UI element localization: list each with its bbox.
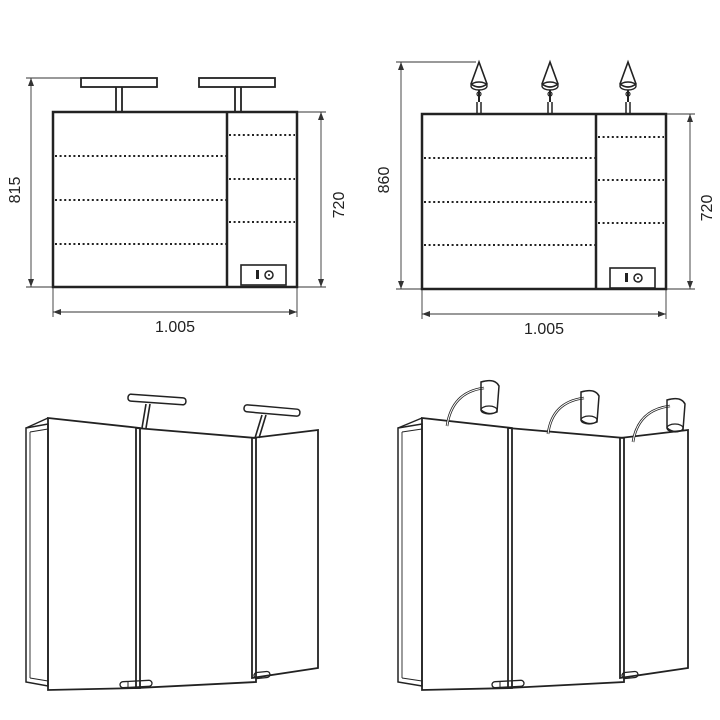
curved-arm-spot-lamp-icon bbox=[546, 389, 600, 435]
spot-lamp-icon bbox=[470, 59, 488, 114]
cabinet-door bbox=[251, 428, 319, 680]
door-handle-icon bbox=[621, 670, 639, 680]
door-handle-icon bbox=[491, 679, 525, 689]
cabinet-door bbox=[619, 428, 689, 680]
cabinet-carcass bbox=[25, 423, 49, 687]
socket-icon bbox=[609, 267, 656, 289]
perspective-view-variant-a bbox=[25, 393, 319, 691]
shelves bbox=[424, 136, 664, 246]
cabinet-door bbox=[47, 416, 141, 691]
flat-bar-lamp-icon bbox=[198, 77, 276, 112]
flat-bar-lamp-icon bbox=[127, 393, 187, 429]
width-label: 1.005 bbox=[524, 321, 564, 338]
height-cabinet-label: 720 bbox=[699, 195, 716, 222]
height-total-label: 815 bbox=[7, 177, 24, 204]
spot-lamp-icon bbox=[541, 59, 559, 114]
cabinet-outline bbox=[420, 112, 668, 291]
flat-bar-lamp-icon bbox=[80, 77, 158, 112]
cabinet-door bbox=[507, 427, 625, 689]
shelves bbox=[55, 134, 295, 245]
curved-arm-spot-lamp-icon bbox=[445, 379, 500, 427]
dimension-width: 1.005 bbox=[421, 290, 667, 338]
door-handle-icon bbox=[119, 679, 153, 689]
width-label: 1.005 bbox=[155, 319, 195, 336]
height-cabinet-label: 720 bbox=[331, 192, 348, 219]
door-handle-icon bbox=[253, 670, 271, 680]
dimension-total-height: 860 bbox=[376, 61, 476, 290]
curved-arm-spot-lamp-icon bbox=[631, 397, 686, 443]
socket-icon bbox=[240, 264, 287, 286]
cabinet-carcass bbox=[397, 417, 423, 687]
height-total-label: 860 bbox=[376, 167, 393, 194]
perspective-view-variant-b bbox=[397, 379, 689, 691]
dimension-width: 1.005 bbox=[52, 288, 298, 336]
spot-lamp-icon bbox=[619, 59, 637, 114]
cabinet-outline bbox=[51, 110, 299, 289]
dimension-total-height: 815 bbox=[7, 77, 83, 288]
flat-bar-lamp-icon bbox=[243, 404, 301, 439]
dimension-cabinet-height: 720 bbox=[298, 111, 348, 288]
front-view-variant-b: 860 720 1.005 bbox=[376, 59, 716, 338]
front-view-variant-a: 815 720 1.005 bbox=[7, 77, 348, 336]
cabinet-door bbox=[421, 416, 513, 691]
cabinet-door bbox=[135, 427, 257, 689]
dimension-cabinet-height: 720 bbox=[667, 113, 716, 290]
